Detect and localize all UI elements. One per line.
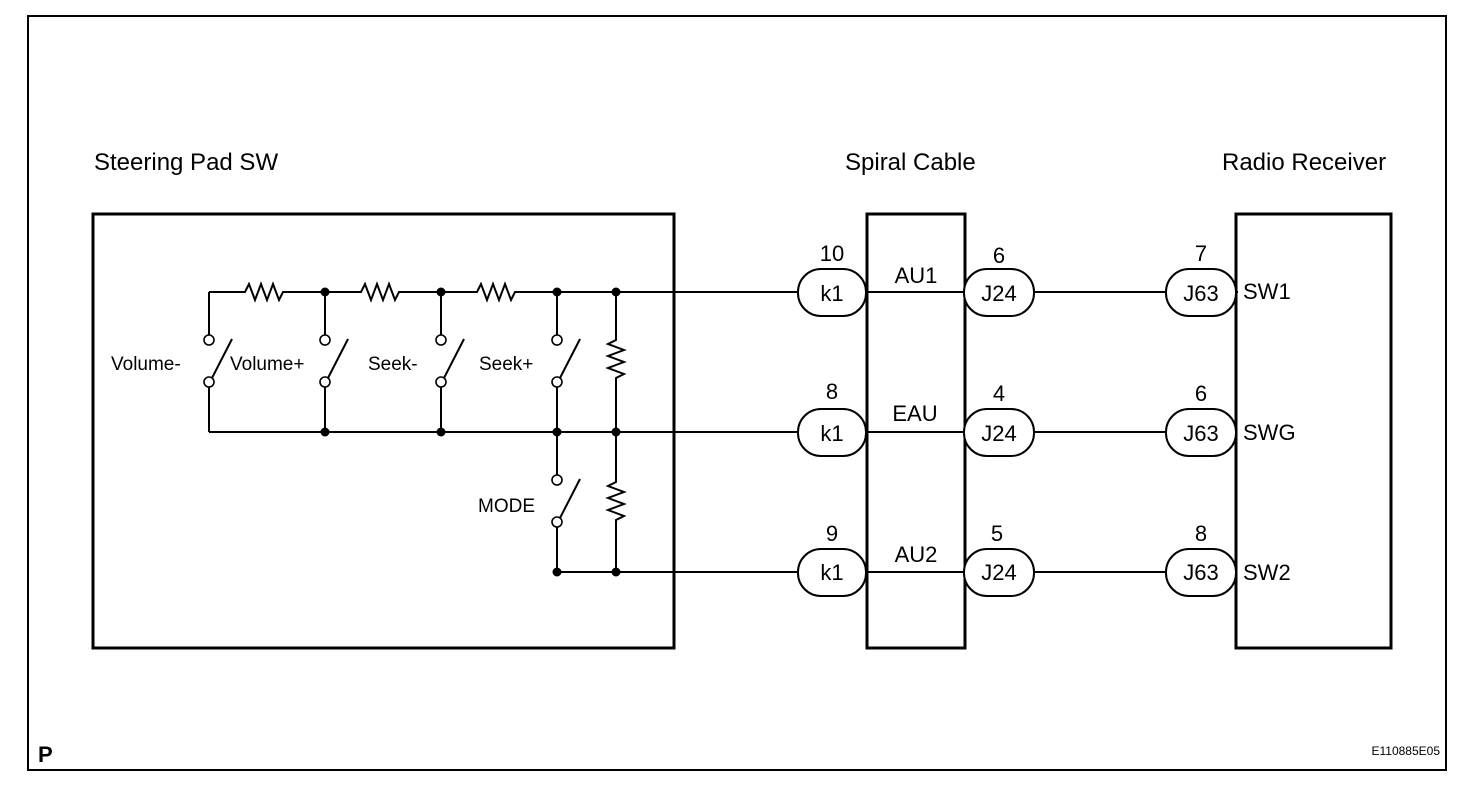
diagram-frame [27, 15, 1447, 771]
j63-pin-number: 6 [1195, 381, 1207, 406]
radio-receiver-title: Radio Receiver [1222, 149, 1386, 176]
j24-connector-label: J24 [981, 421, 1016, 446]
mode-switch [559, 478, 581, 519]
seek-minus-switch [443, 338, 465, 379]
signal-label: EAU [892, 401, 937, 426]
radio-terminal-label: SW2 [1243, 560, 1291, 585]
k1-pin-number: 10 [820, 241, 844, 266]
steering-pad-circuit [203, 281, 808, 577]
k1-connector-label: k1 [820, 281, 843, 306]
steering-pad-title: Steering Pad SW [94, 149, 278, 176]
j24-pin-number: 6 [993, 243, 1005, 268]
seek-minus-label: Seek- [368, 354, 418, 375]
corner-mark: P [38, 742, 53, 767]
connector-k1-pin10 [797, 268, 867, 317]
j63-connector-label: J63 [1183, 281, 1218, 306]
resistor-middle-bottom [605, 432, 627, 572]
mode-label: MODE [478, 496, 535, 517]
j63-pin-number: 8 [1195, 521, 1207, 546]
signal-label: AU1 [895, 263, 938, 288]
radio-terminal-label: SWG [1243, 420, 1296, 445]
k1-connector-label: k1 [820, 560, 843, 585]
spiral-cable-title: Spiral Cable [845, 149, 976, 176]
k1-connector-label: k1 [820, 421, 843, 446]
connector-j24-pin5 [963, 548, 1035, 597]
connector-k1-pin8 [797, 408, 867, 457]
radio-terminal-label: SW1 [1243, 279, 1291, 304]
connector-j63-pin7 [1165, 268, 1237, 317]
j24-connector-label: J24 [981, 281, 1016, 306]
k1-pin-number: 8 [826, 379, 838, 404]
connector-j63-pin8 [1165, 548, 1237, 597]
j24-pin-number: 5 [991, 521, 1003, 546]
j24-pin-number: 4 [993, 381, 1005, 406]
line-eau: 8 k1 EAU 4 J24 6 J63 SWG [797, 379, 1296, 457]
connector-k1-pin9 [797, 548, 867, 597]
connector-j24-pin6 [963, 268, 1035, 317]
seek-plus-label: Seek+ [479, 354, 533, 375]
connector-j24-pin4 [963, 408, 1035, 457]
volume-minus-label: Volume- [111, 354, 181, 375]
j63-connector-label: J63 [1183, 560, 1218, 585]
volume-plus-switch [327, 338, 349, 379]
j63-connector-label: J63 [1183, 421, 1218, 446]
j63-pin-number: 7 [1195, 241, 1207, 266]
line-au1: 10 k1 AU1 6 J24 7 J63 SW1 [797, 241, 1291, 317]
signal-label: AU2 [895, 542, 938, 567]
seek-plus-switch [559, 338, 581, 379]
connector-j63-pin6 [1165, 408, 1237, 457]
volume-plus-label: Volume+ [230, 354, 304, 375]
top-rail-wire [209, 281, 808, 303]
resistor-top-middle [605, 292, 627, 432]
figure-code: E110885E05 [1371, 744, 1440, 758]
volume-minus-switch [211, 338, 233, 379]
line-au2: 9 k1 AU2 5 J24 8 J63 SW2 [797, 521, 1291, 597]
k1-pin-number: 9 [826, 521, 838, 546]
j24-connector-label: J24 [981, 560, 1016, 585]
